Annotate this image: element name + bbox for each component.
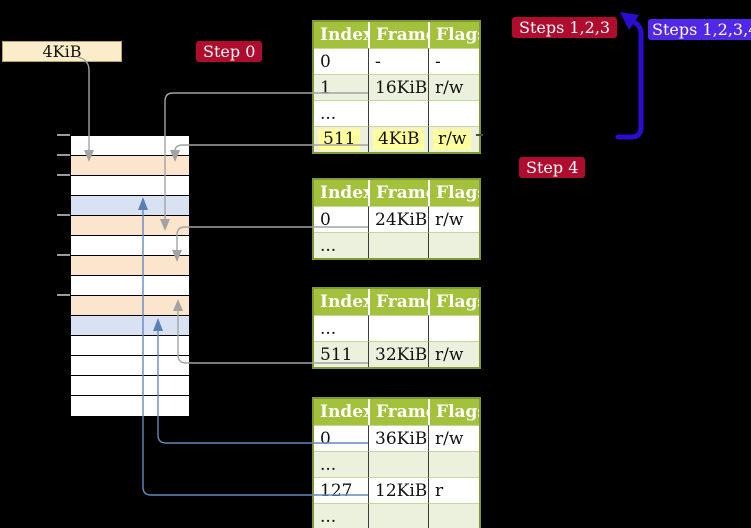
memory-frame-row-white [71, 356, 189, 376]
memory-tick [57, 294, 70, 296]
table-cell: ... [314, 315, 368, 341]
column-header-frame: Frame [368, 22, 428, 48]
page-table-bottom: IndexFrameFlags 036KiBr/w...12712KiBr... [312, 397, 481, 528]
table-cell [428, 451, 479, 477]
memory-frame-row-white [71, 396, 189, 416]
table-cell: 32KiB [368, 341, 428, 367]
memory-frame-row-peach [71, 256, 189, 276]
table-cell: 511 [314, 126, 368, 152]
table-cell [428, 315, 479, 341]
table-cell: 0 [314, 425, 368, 451]
table-cell [368, 503, 428, 528]
memory-tick [57, 134, 70, 136]
memory-frame-row-peach [71, 156, 189, 176]
table-cell: 1 [314, 74, 368, 100]
table-cell: r/w [428, 341, 479, 367]
column-header-frame: Frame [368, 180, 428, 206]
table-cell: 12KiB [368, 477, 428, 503]
table-cell: 511 [314, 341, 368, 367]
memory-frame-row-blue [71, 316, 189, 336]
memory-frame-row-white [71, 136, 189, 156]
table-cell [428, 100, 479, 126]
table-cell [368, 232, 428, 258]
badge-steps-1-2-3-4: Steps 1,2,3,4 [648, 19, 751, 40]
table-cell: 16KiB [368, 74, 428, 100]
memory-frame-row-white [71, 336, 189, 356]
frame-size-label: 4KiB [2, 41, 122, 62]
memory-frame-row-peach [71, 216, 189, 236]
table-cell: ... [314, 100, 368, 126]
column-header-flags: Flags [428, 180, 479, 206]
badge-step-4: Step 4 [519, 157, 586, 178]
highlighted-value: r/w [433, 129, 472, 150]
badge-step-0: Step 0 [196, 41, 263, 62]
physical-memory-column [70, 135, 190, 416]
memory-frame-row-blue [71, 196, 189, 216]
column-header-frame: Frame [368, 399, 428, 425]
column-header-flags: Flags [428, 289, 479, 315]
table-cell [428, 232, 479, 258]
table-cell: 127 [314, 477, 368, 503]
memory-frame-row-white [71, 236, 189, 256]
table-cell: r/w [428, 126, 479, 152]
table-cell [368, 451, 428, 477]
highlighted-value: 4KiB [373, 129, 425, 150]
table-cell [368, 315, 428, 341]
memory-frame-row-white [71, 376, 189, 396]
table-cell: r/w [428, 206, 479, 232]
column-header-flags: Flags [428, 22, 479, 48]
column-header-index: Index [314, 399, 368, 425]
memory-frame-row-peach [71, 296, 189, 316]
column-header-index: Index [314, 22, 368, 48]
highlighted-value: 511 [318, 129, 361, 150]
column-header-index: Index [314, 289, 368, 315]
table-cell: r/w [428, 74, 479, 100]
table-cell: 24KiB [368, 206, 428, 232]
table-cell [428, 503, 479, 528]
arrow-steps-loop [615, 12, 644, 140]
column-header-frame: Frame [368, 289, 428, 315]
memory-tick [57, 214, 70, 216]
memory-frame-row-white [71, 176, 189, 196]
memory-tick [57, 174, 70, 176]
table-cell: ... [314, 232, 368, 258]
memory-frame-row-white [71, 276, 189, 296]
page-table-second: IndexFrameFlags 024KiBr/w... [312, 178, 481, 260]
table-cell: 4KiB [368, 126, 428, 152]
table-cell: - [428, 48, 479, 74]
table-cell: 36KiB [368, 425, 428, 451]
column-header-index: Index [314, 180, 368, 206]
memory-tick [57, 154, 70, 156]
memory-tick [57, 254, 70, 256]
column-header-flags: Flags [428, 399, 479, 425]
table-cell: ... [314, 451, 368, 477]
table-cell: 0 [314, 206, 368, 232]
badge-steps-1-2-3: Steps 1,2,3 [512, 17, 618, 38]
table-cell [368, 100, 428, 126]
table-cell: r/w [428, 425, 479, 451]
table-cell: 0 [314, 48, 368, 74]
table-cell: r [428, 477, 479, 503]
table-cell: ... [314, 503, 368, 528]
table-cell: - [368, 48, 428, 74]
